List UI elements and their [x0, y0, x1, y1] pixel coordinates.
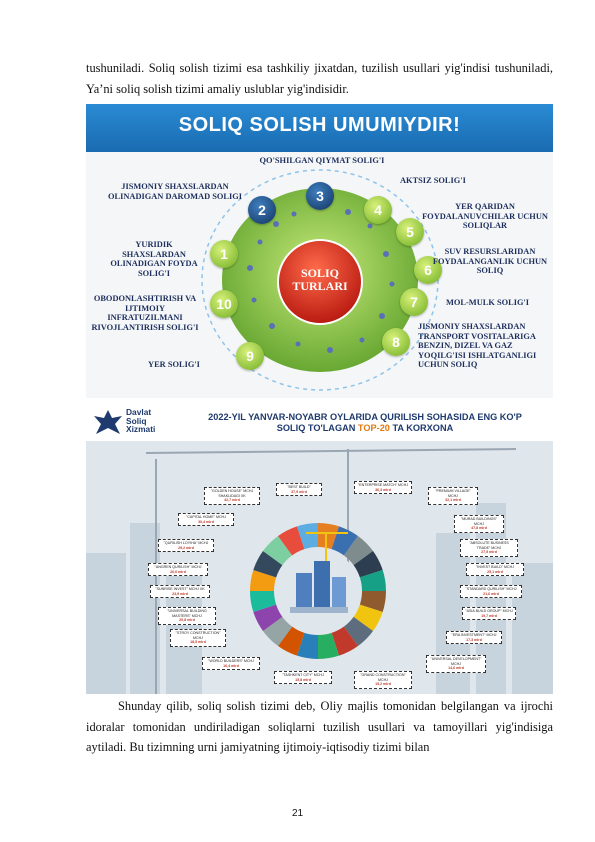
label-transport: JISMONIY SHAXSLARDAN TRANSPORT VOSITALAR…	[418, 322, 537, 369]
center-circle	[277, 239, 363, 325]
tax-number-ball: 8	[382, 328, 410, 356]
infographic-title: 2022-YIL YANVAR-NOYABR OYLARIDA QURILISH…	[208, 412, 522, 433]
tax-number-ball: 4	[364, 196, 392, 224]
label-aktsiz: AKTSIZ SOLIG'I	[400, 176, 466, 185]
donut-ring	[250, 523, 386, 659]
label-obodonlashtirish: OBODONLASHTIRISH VA IJTIMOIY INFRATUZILM…	[91, 294, 199, 332]
label-yuridik-foyda: YURIDIK SHAXSLARDAN OLINADIGAN FOYDA SOL…	[110, 240, 198, 278]
paragraph-top: tushuniladi. Soliq solish tizimi esa tas…	[86, 61, 553, 96]
donut-segment	[250, 591, 277, 613]
tax-wheel-graphic	[201, 169, 439, 391]
tax-number-ball: 1	[210, 240, 238, 268]
company-item: "BEST BUILD"37,9 mlrd	[276, 483, 322, 497]
donut-segment	[343, 535, 374, 566]
label-yer: YER SOLIG'I	[148, 360, 200, 369]
label-yer-qaridan: YER QARIDAN FOYDALANUVCHILAR UCHUN SOLIQ…	[422, 202, 548, 230]
paragraph-bottom: Shunday qilib, soliq solish tizimi deb, …	[86, 699, 553, 754]
donut-segment	[296, 523, 318, 550]
donut-segment	[318, 523, 340, 550]
tax-number-ball: 6	[414, 256, 442, 284]
tax-number-ball: 7	[400, 288, 428, 316]
label-suv: SUV RESURSLARIDAN FOYDALANGANLIK UCHUN S…	[432, 247, 548, 275]
donut-segment	[278, 526, 305, 556]
donut-segment	[343, 616, 374, 647]
label-qqs: QO'SHILGAN QIYMAT SOLIG'I	[259, 156, 385, 165]
donut-segment	[250, 569, 277, 591]
donut-segment	[296, 632, 318, 659]
donut-segment	[359, 569, 386, 591]
donut-segment	[253, 551, 283, 578]
donut-segment	[318, 632, 340, 659]
donut-segment	[262, 535, 293, 566]
donut-segment	[353, 551, 383, 578]
tax-number-ball: 5	[396, 218, 424, 246]
page-number: 21	[291, 808, 304, 819]
donut-segment	[353, 604, 383, 631]
logo-text: Davlat Soliq Xizmati	[126, 407, 156, 434]
eagle-logo-icon	[94, 410, 122, 434]
tax-number-ball: 3	[306, 182, 334, 210]
decorative-dots	[247, 209, 395, 353]
donut-segment	[253, 604, 283, 631]
label-jismoniy-daromad: JISMONIY SHAXSLARDAN OLINADIGAN DAROMAD …	[107, 182, 242, 201]
center-label: SOLIQ TURLARI	[292, 266, 348, 293]
tax-number-ball: 10	[210, 290, 238, 318]
tax-number-ball: 2	[248, 196, 276, 224]
tax-types-infographic: SOLIQ SOLISH UMUMIYDIR!	[86, 104, 553, 398]
donut-segment	[331, 626, 358, 656]
top20-infographic: Davlat Soliq Xizmati 2022-YIL YANVAR-NOY…	[86, 403, 553, 694]
buildings-illustration	[290, 532, 348, 613]
infographic-header: Davlat Soliq Xizmati 2022-YIL YANVAR-NOY…	[86, 403, 553, 441]
orbit-ring	[201, 169, 439, 391]
infographic-banner-title: SOLIQ SOLISH UMUMIYDIR!	[178, 114, 461, 136]
donut-segment	[278, 626, 305, 656]
donut-segment	[359, 591, 386, 613]
tax-number-ball: 9	[236, 342, 264, 370]
label-mol-mulk: MOL-MULK SOLIG'I	[446, 298, 530, 307]
donut-segment	[262, 616, 293, 647]
infographic-banner	[86, 104, 553, 152]
